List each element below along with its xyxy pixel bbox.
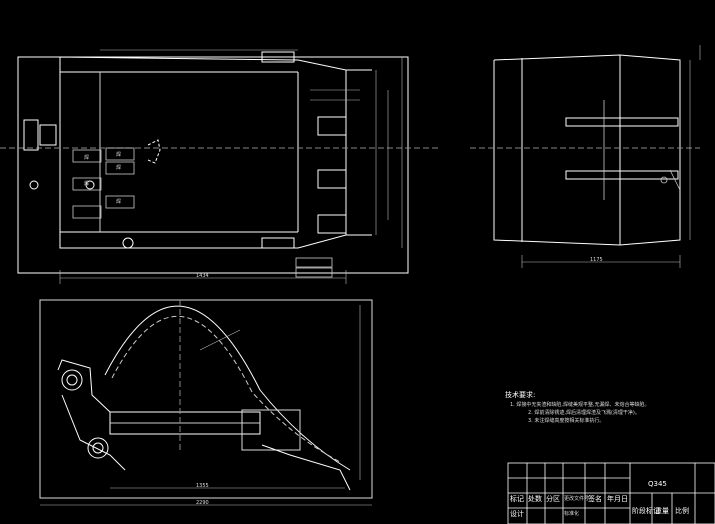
tech-note-line: 2. 焊前清除锈迹,焊后清理焊渣及飞溅(清理干净)。: [528, 410, 640, 416]
plan-view: [0, 49, 440, 284]
dim-label-bottom-2: 2290: [196, 500, 209, 506]
tb-cell-zone: 分区: [546, 495, 560, 503]
dim-label-top: 1434: [196, 273, 209, 279]
weld-mark: 焊: [116, 152, 122, 158]
tb-cell-design: 设计: [510, 510, 524, 518]
tb-cell-weight: 重量: [655, 507, 669, 515]
weld-mark: 焊: [116, 165, 122, 171]
tb-cell-stage: 阶段标记: [632, 507, 660, 515]
tb-cell-sign: 签名: [588, 495, 602, 503]
side-view: [470, 45, 701, 268]
tech-notes-title: 技术要求:: [505, 391, 536, 399]
tb-cell-standardization: 标准化: [564, 511, 580, 517]
tech-note-line: 3. 未注焊缝高度按相关标准执行。: [528, 418, 605, 424]
tb-cell-date: 年月日: [607, 495, 628, 503]
weld-mark: 焊: [116, 199, 122, 205]
weld-mark: 焊: [84, 155, 90, 161]
tb-cell-scale: 比例: [675, 507, 689, 515]
tech-note-line: 1. 焊接中无夹渣和缺陷,焊缝美观平整,无漏焊、未熔合等缺陷。: [510, 402, 650, 408]
tb-cell-change-doc: 更改文件号: [564, 496, 590, 502]
weld-mark: 焊: [84, 181, 90, 187]
dim-label-bottom-1: 1355: [196, 483, 209, 489]
tb-cell-count: 处数: [528, 495, 542, 503]
tb-cell-mark: 标记: [510, 495, 524, 503]
dim-label-side: 1175: [590, 257, 603, 263]
material-label: Q345: [648, 480, 667, 488]
front-elevation: [39, 299, 373, 506]
title-block: [507, 462, 715, 524]
